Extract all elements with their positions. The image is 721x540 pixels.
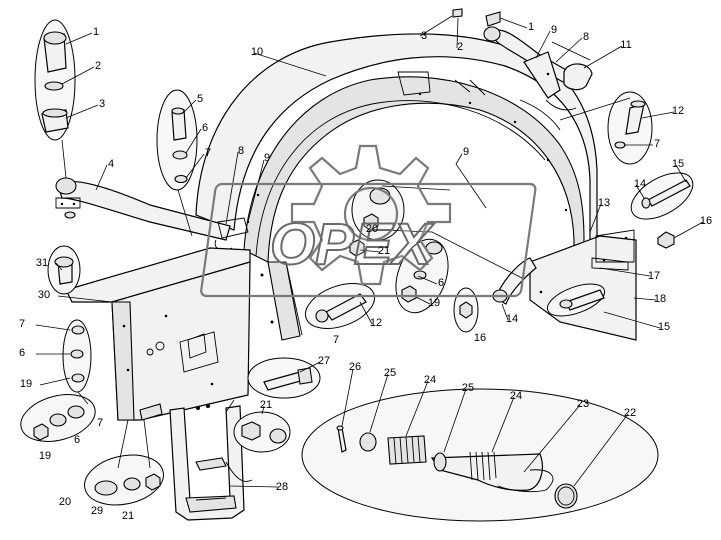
callout-c7a: 7 <box>205 147 211 159</box>
callout-c24b: 24 <box>510 390 522 402</box>
callout-c3b: 3 <box>421 30 427 42</box>
callout-c29: 29 <box>91 505 103 517</box>
callout-c2b: 2 <box>457 41 463 53</box>
callout-c12b: 12 <box>370 317 382 329</box>
mount-plate-30 <box>65 247 251 421</box>
callout-c7d: 7 <box>19 318 25 330</box>
callout-c5: 5 <box>197 93 203 105</box>
callout-c11: 11 <box>620 39 631 51</box>
callout-c27: 27 <box>318 355 330 367</box>
support-tube-4 <box>55 177 249 251</box>
callout-c24a: 24 <box>424 374 436 386</box>
callout-c14b: 14 <box>506 313 518 325</box>
callout-c6d: 6 <box>74 434 80 446</box>
callout-c19b: 19 <box>20 378 32 390</box>
callout-c8a: 8 <box>583 31 589 43</box>
callout-c28: 28 <box>276 481 288 493</box>
callout-c14a: 14 <box>634 178 646 190</box>
callout-c1b: 1 <box>528 21 534 33</box>
callout-c7b: 7 <box>654 138 660 150</box>
callout-c16b: 16 <box>474 332 486 344</box>
callout-c31: 31 <box>36 257 48 269</box>
callout-c3: 3 <box>99 98 105 110</box>
callout-c15a: 15 <box>672 158 684 170</box>
support-tube-11 <box>452 8 593 111</box>
callout-c9b: 9 <box>264 152 270 164</box>
callout-c21b: 21 <box>260 399 272 411</box>
callout-c15b: 15 <box>658 321 670 333</box>
callout-c25a: 25 <box>384 367 396 379</box>
callout-c8b: 8 <box>238 145 244 157</box>
callout-c1: 1 <box>93 26 99 38</box>
callout-c21c: 21 <box>122 510 134 522</box>
callout-c19c: 19 <box>39 450 51 462</box>
watermark-text: OPEX <box>270 212 434 277</box>
callout-c23: 23 <box>577 398 589 410</box>
callout-c19a: 19 <box>428 297 440 309</box>
callout-c2: 2 <box>95 60 101 72</box>
callout-c16a: 16 <box>700 215 712 227</box>
callout-c18: 18 <box>654 293 666 305</box>
callout-c21a: 21 <box>378 245 390 257</box>
callout-c9c: 9 <box>463 146 469 158</box>
leader-lines <box>35 15 704 488</box>
callout-c10: 10 <box>251 46 263 58</box>
callout-c9a: 9 <box>551 24 557 36</box>
callout-c20a: 20 <box>366 223 378 235</box>
callout-c20b: 20 <box>59 496 71 508</box>
callout-c30: 30 <box>38 289 50 301</box>
callout-c6b: 6 <box>438 277 444 289</box>
callout-c7e: 7 <box>97 417 103 429</box>
callout-c13: 13 <box>598 197 610 209</box>
callout-c7c: 7 <box>333 334 339 346</box>
callout-c25b: 25 <box>462 382 474 394</box>
callout-c12a: 12 <box>672 105 684 117</box>
callout-c26: 26 <box>349 361 361 373</box>
callout-c6c: 6 <box>19 347 25 359</box>
step-28 <box>169 404 253 521</box>
callout-c17: 17 <box>648 270 660 282</box>
callout-c6a: 6 <box>202 122 208 134</box>
callout-c22: 22 <box>624 407 636 419</box>
opex-watermark: OPEX <box>200 144 537 298</box>
detail-ellipses <box>20 19 694 522</box>
callout-c4: 4 <box>108 158 114 170</box>
